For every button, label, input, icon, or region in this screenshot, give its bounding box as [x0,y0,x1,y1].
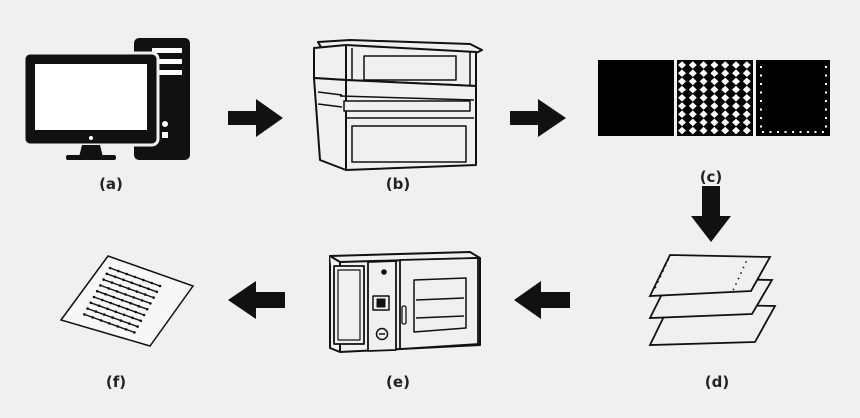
step-label: (d) [705,373,729,391]
arrow-icon [510,99,566,137]
arrow-icon [691,186,731,242]
arrow-icon [228,99,283,137]
computer-icon [22,38,190,160]
cut-pattern-layers-icon [598,60,830,136]
step-label: (a) [99,175,123,193]
step-label: (b) [386,175,410,193]
step-label: (e) [386,373,410,391]
stacked-sheets-icon [648,254,777,346]
arrow-icon [228,281,285,319]
arrow-icon [514,281,570,319]
step-label: (c) [700,168,723,186]
step-label: (f) [106,373,126,391]
laser-cutter-icon [313,39,483,171]
patterned-sheet-icon [59,255,195,347]
oven-icon [329,251,481,353]
